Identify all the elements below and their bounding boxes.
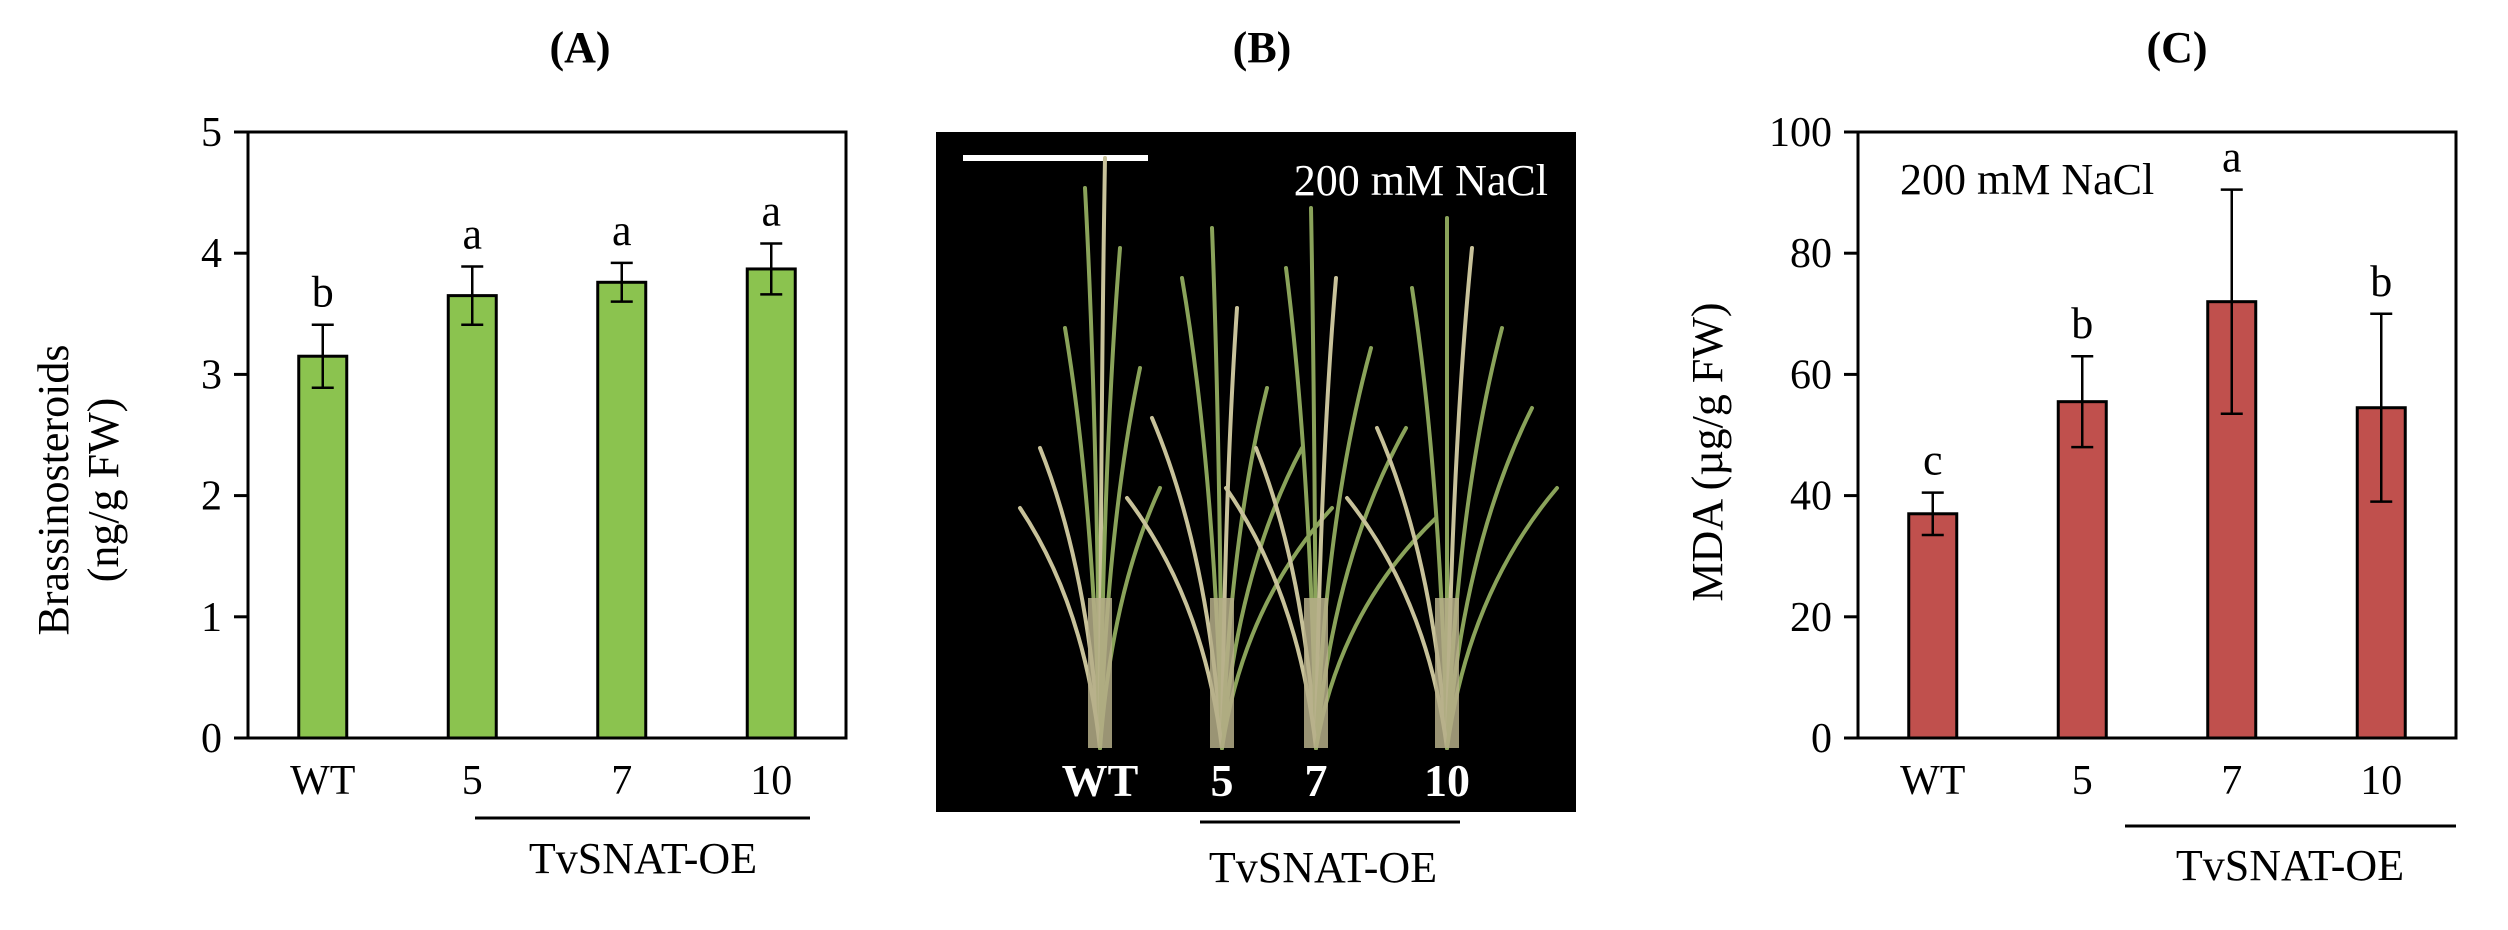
- panel-a-bar-wt: [297, 354, 349, 740]
- panel-c-y-tick-label: 20: [1790, 595, 1832, 641]
- panel-c-sig-letter-5: b: [2071, 299, 2093, 348]
- panel-c-bars: [1907, 300, 2407, 740]
- photo-label-7: 7: [1305, 755, 1328, 806]
- panel-a-x-tick-labels: WT 5 7 10: [290, 758, 792, 804]
- panel-c-x-tick-wt: WT: [1900, 758, 1965, 804]
- stem-bundle: [1088, 598, 1112, 748]
- panel-a-significance-letters: b a a a: [312, 187, 781, 317]
- photo-label-5: 5: [1211, 755, 1234, 806]
- panel-a-group-label: TvSNAT-OE: [529, 834, 757, 883]
- panel-a-x-tick-5: 5: [462, 758, 483, 804]
- panel-c-y-tick-label: 80: [1790, 231, 1832, 277]
- panel-c-error-bars: [1921, 188, 2393, 537]
- panel-a-sig-letter-wt: b: [312, 268, 334, 317]
- panel-c-y-tick-label: 0: [1811, 716, 1832, 762]
- panel-c-x-tick-labels: WT 5 7 10: [1900, 758, 2402, 804]
- panel-a-title: (A): [549, 23, 610, 72]
- panel-c-mda-chart: (C) MDA (µg/g FW) 0 20 40 60 80 100 c b a b WT 5 7…: [1683, 23, 2458, 890]
- panel-c-sig-letter-wt: c: [1923, 436, 1943, 485]
- panel-a-ylabel: Brassinosteroids (ng/g FW): [29, 345, 128, 636]
- panel-c-y-ticks: 0 20 40 60 80 100: [1769, 110, 1858, 762]
- panel-a-y-tick-label: 3: [201, 352, 222, 398]
- panel-b-group-label: TvSNAT-OE: [1209, 843, 1437, 892]
- panel-a-ylabel-line1: Brassinosteroids: [29, 345, 78, 636]
- panel-c-y-tick-label: 40: [1790, 474, 1832, 520]
- panel-a-sig-letter-7: a: [612, 206, 632, 255]
- panel-a-sig-letter-10: a: [761, 187, 781, 236]
- seedling-10: [1345, 216, 1559, 750]
- panel-a-y-tick-label: 2: [201, 474, 222, 520]
- photo-label-wt: WT: [1062, 755, 1139, 806]
- panel-a-bar-10: [745, 267, 797, 740]
- panel-a-error-bars: [311, 242, 783, 389]
- photo-label-10: 10: [1424, 755, 1470, 806]
- panel-c-x-tick-7: 7: [2221, 758, 2242, 804]
- panel-b-plant-photo: (B) 200 mM NaCl WT 5 7 10 TvSNAT-OE: [936, 23, 1576, 892]
- panel-a-bar-5: [446, 294, 498, 740]
- seedling-5: [1125, 226, 1334, 750]
- panel-a-y-tick-label: 0: [201, 716, 222, 762]
- panel-a-bars: [297, 267, 797, 740]
- stem-bundle: [1210, 598, 1234, 748]
- photo-line-labels: WT 5 7 10: [1062, 755, 1470, 806]
- panel-a-x-tick-10: 10: [750, 758, 792, 804]
- panel-c-title: (C): [2146, 23, 2207, 72]
- panel-a-y-ticks: 0 1 2 3 4 5: [201, 110, 248, 762]
- panel-c-bar-5: [2056, 400, 2108, 740]
- panel-c-significance-letters: c b a b: [1923, 133, 2392, 485]
- photo-background: [936, 132, 1576, 812]
- panel-c-y-tick-label: 100: [1769, 110, 1832, 156]
- panel-a-brassinosteroids-chart: (A) Brassinosteroids (ng/g FW) 0 1 2 3 4 5 b a…: [29, 23, 848, 883]
- panel-c-ylabel: MDA (µg/g FW): [1683, 302, 1732, 601]
- panel-c-plot-frame: [1856, 130, 2458, 740]
- panel-b-title: (B): [1233, 23, 1292, 72]
- stem-bundle: [1435, 598, 1459, 748]
- panel-a-y-tick-label: 5: [201, 110, 222, 156]
- panel-c-x-tick-5: 5: [2072, 758, 2093, 804]
- panel-a-y-tick-label: 4: [201, 231, 222, 277]
- stem-bundle: [1304, 598, 1328, 748]
- plant-seedlings: [1018, 156, 1559, 750]
- panel-a-x-tick-7: 7: [611, 758, 632, 804]
- panel-c-group-label: TvSNAT-OE: [2176, 841, 2404, 890]
- panel-c-x-tick-10: 10: [2360, 758, 2402, 804]
- panel-a-plot-frame: [246, 130, 848, 740]
- panel-a-x-tick-wt: WT: [290, 758, 355, 804]
- panel-c-bar-wt: [1907, 512, 1959, 740]
- panel-c-sig-letter-10: b: [2370, 257, 2392, 306]
- panel-c-annotation: 200 mM NaCl: [1900, 155, 2154, 204]
- panel-a-sig-letter-5: a: [462, 210, 482, 259]
- panel-a-y-tick-label: 1: [201, 595, 222, 641]
- panel-a-ylabel-line2: (ng/g FW): [79, 398, 128, 583]
- panel-c-y-tick-label: 60: [1790, 352, 1832, 398]
- photo-condition-label: 200 mM NaCl: [1294, 156, 1548, 205]
- panel-c-sig-letter-7: a: [2222, 133, 2242, 182]
- seedling-7: [1224, 206, 1438, 750]
- seedling-wt: [1018, 156, 1162, 750]
- panel-a-bar-7: [596, 280, 648, 740]
